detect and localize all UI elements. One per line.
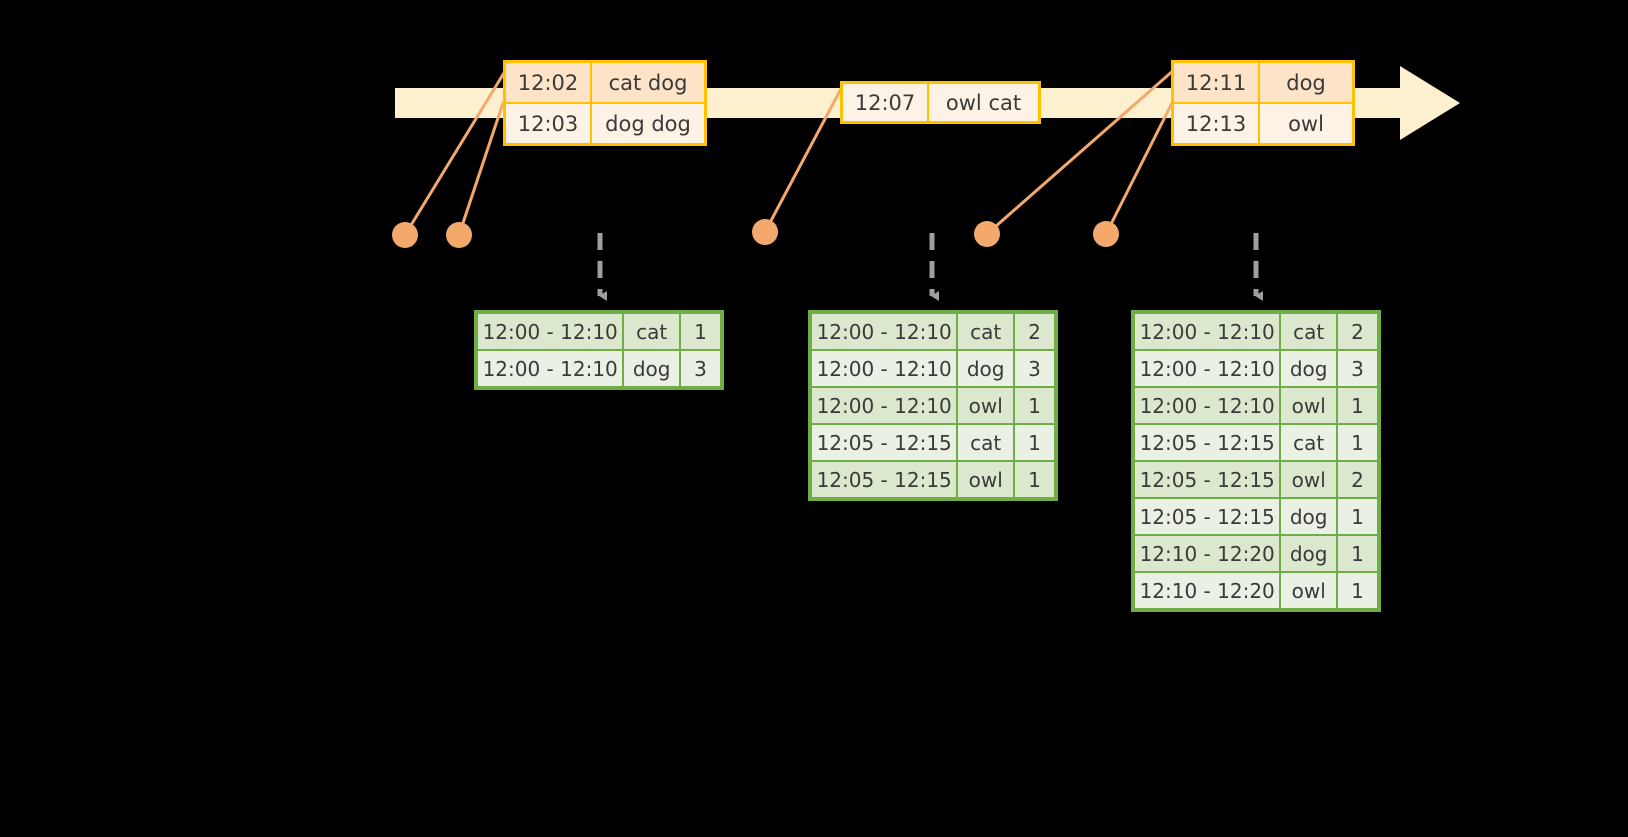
- event-row[interactable]: 12:02 cat dog: [506, 63, 704, 102]
- table-row[interactable]: 12:05 - 12:15 cat 1: [812, 425, 1054, 460]
- cell-window: 12:05 - 12:15: [1135, 462, 1280, 497]
- event-row[interactable]: 12:03 dog dog: [506, 102, 704, 143]
- cell-window: 12:00 - 12:10: [812, 314, 957, 349]
- event-row[interactable]: 12:07 owl cat: [843, 84, 1038, 121]
- connector-line-1: [403, 66, 509, 237]
- cell-window: 12:00 - 12:10: [1135, 351, 1280, 386]
- event-words: cat dog: [608, 70, 688, 95]
- cell-window: 12:00 - 12:10: [812, 351, 957, 386]
- cell-count: 3: [1337, 351, 1377, 386]
- table-row[interactable]: 12:00 - 12:10 owl 1: [812, 388, 1054, 423]
- table-row[interactable]: 12:05 - 12:15 owl 2: [1135, 462, 1377, 497]
- table-row[interactable]: 12:00 - 12:10 cat 2: [1135, 314, 1377, 349]
- cell-count: 3: [680, 351, 720, 386]
- cell-key: cat: [958, 314, 1013, 349]
- cell-key: owl: [1281, 462, 1336, 497]
- connector-dot-3: [752, 219, 778, 245]
- table-row[interactable]: 12:00 - 12:10 dog 3: [1135, 351, 1377, 386]
- cell-count: 2: [1337, 314, 1377, 349]
- connector-dot-1: [392, 222, 418, 248]
- connector-line-5: [1104, 101, 1174, 236]
- connector-dot-4: [974, 221, 1000, 247]
- cell-window: 12:00 - 12:10: [1135, 314, 1280, 349]
- event-time: 12:02: [506, 63, 592, 102]
- cell-key: dog: [1281, 499, 1336, 534]
- cell-count: 1: [1337, 425, 1377, 460]
- table-row[interactable]: 12:10 - 12:20 dog 1: [1135, 536, 1377, 571]
- cell-window: 12:05 - 12:15: [812, 425, 957, 460]
- event-time: 12:07: [843, 84, 929, 121]
- cell-key: dog: [958, 351, 1013, 386]
- cell-window: 12:00 - 12:10: [1135, 388, 1280, 423]
- connector-dot-5: [1093, 221, 1119, 247]
- event-row[interactable]: 12:13 owl: [1174, 102, 1352, 143]
- dashed-arrows: [597, 233, 1263, 301]
- event-row[interactable]: 12:11 dog: [1174, 63, 1352, 102]
- cell-key: dog: [624, 351, 679, 386]
- aggregation-table-1[interactable]: 12:00 - 12:10 cat 1 12:00 - 12:10 dog 3: [474, 310, 724, 390]
- event-words: owl: [1288, 111, 1324, 136]
- cell-key: cat: [1281, 425, 1336, 460]
- table-row[interactable]: 12:10 - 12:20 owl 1: [1135, 573, 1377, 608]
- cell-count: 3: [1014, 351, 1054, 386]
- cell-count: 1: [1337, 536, 1377, 571]
- cell-count: 1: [1014, 425, 1054, 460]
- cell-key: owl: [1281, 573, 1336, 608]
- event-words: owl cat: [945, 90, 1022, 115]
- cell-key: cat: [624, 314, 679, 349]
- cell-count: 1: [1014, 462, 1054, 497]
- cell-key: cat: [1281, 314, 1336, 349]
- connector-line-3: [763, 83, 845, 234]
- cell-count: 1: [1337, 573, 1377, 608]
- connector-line-2: [457, 101, 505, 237]
- cell-count: 1: [1014, 388, 1054, 423]
- event-time: 12:11: [1174, 63, 1260, 102]
- cell-key: dog: [1281, 351, 1336, 386]
- table-row[interactable]: 12:00 - 12:10 cat 2: [812, 314, 1054, 349]
- cell-count: 1: [1337, 388, 1377, 423]
- cell-count: 1: [680, 314, 720, 349]
- connector-dots: [392, 219, 1119, 248]
- aggregation-table-2[interactable]: 12:00 - 12:10 cat 2 12:00 - 12:10 dog 3 …: [808, 310, 1058, 501]
- cell-window: 12:00 - 12:10: [478, 351, 623, 386]
- cell-key: cat: [958, 425, 1013, 460]
- table-row[interactable]: 12:00 - 12:10 cat 1: [478, 314, 720, 349]
- event-time: 12:13: [1174, 104, 1260, 143]
- table-row[interactable]: 12:05 - 12:15 dog 1: [1135, 499, 1377, 534]
- cell-key: owl: [958, 462, 1013, 497]
- table-row[interactable]: 12:05 - 12:15 owl 1: [812, 462, 1054, 497]
- event-words: dog dog: [605, 111, 691, 136]
- cell-key: owl: [958, 388, 1013, 423]
- cell-count: 1: [1337, 499, 1377, 534]
- event-time: 12:03: [506, 104, 592, 143]
- cell-window: 12:05 - 12:15: [812, 462, 957, 497]
- cell-key: dog: [1281, 536, 1336, 571]
- table-row[interactable]: 12:05 - 12:15 cat 1: [1135, 425, 1377, 460]
- cell-window: 12:05 - 12:15: [1135, 425, 1280, 460]
- event-group-1[interactable]: 12:02 cat dog 12:03 dog dog: [503, 60, 707, 146]
- cell-window: 12:05 - 12:15: [1135, 499, 1280, 534]
- cell-window: 12:00 - 12:10: [478, 314, 623, 349]
- event-words: dog: [1286, 70, 1326, 95]
- cell-window: 12:10 - 12:20: [1135, 536, 1280, 571]
- event-group-2[interactable]: 12:07 owl cat: [840, 81, 1041, 124]
- cell-count: 2: [1337, 462, 1377, 497]
- cell-count: 2: [1014, 314, 1054, 349]
- connector-dot-2: [446, 222, 472, 248]
- table-row[interactable]: 12:00 - 12:10 dog 3: [812, 351, 1054, 386]
- event-group-3[interactable]: 12:11 dog 12:13 owl: [1171, 60, 1355, 146]
- cell-window: 12:00 - 12:10: [812, 388, 957, 423]
- aggregation-table-3[interactable]: 12:00 - 12:10 cat 2 12:00 - 12:10 dog 3 …: [1131, 310, 1381, 612]
- table-row[interactable]: 12:00 - 12:10 owl 1: [1135, 388, 1377, 423]
- cell-window: 12:10 - 12:20: [1135, 573, 1280, 608]
- cell-key: owl: [1281, 388, 1336, 423]
- table-row[interactable]: 12:00 - 12:10 dog 3: [478, 351, 720, 386]
